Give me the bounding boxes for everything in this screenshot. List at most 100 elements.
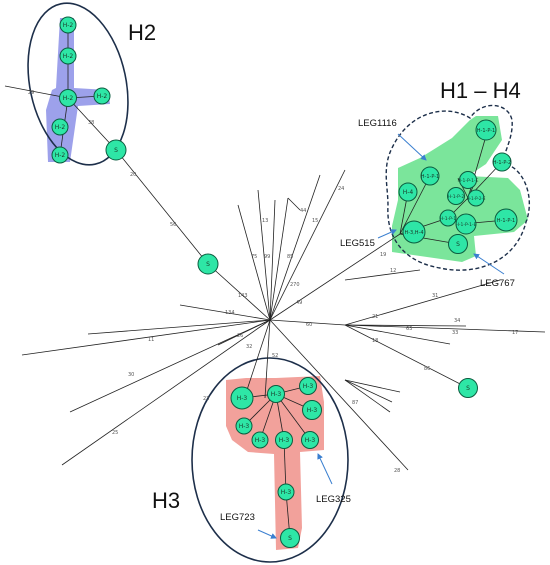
node-h3d[interactable]: [302, 400, 322, 420]
node-h34[interactable]: [402, 220, 426, 244]
edge-label: 23: [203, 396, 209, 402]
node-label: H-1-P-1: [421, 174, 439, 180]
edge-label: 143: [238, 293, 248, 299]
node-label: H-3: [239, 423, 250, 430]
h2-group-outline: [27, 2, 129, 166]
node-h2e[interactable]: [51, 118, 69, 136]
node-h3e[interactable]: [235, 417, 253, 435]
annotation-arrows: [257, 133, 505, 539]
arrow-leg723: [257, 529, 277, 539]
node-label: H-1-P-2-E: [467, 196, 486, 201]
node-h3b[interactable]: [267, 385, 285, 403]
node-h1f[interactable]: [467, 189, 485, 207]
node-h4[interactable]: [398, 182, 418, 202]
node-h2b[interactable]: [59, 47, 77, 65]
edge-label: 32: [246, 344, 252, 350]
edge-label: 85: [287, 254, 293, 260]
node-label: H-3: [271, 391, 282, 398]
node-h1h[interactable]: [494, 208, 518, 232]
arrow-leg325: [317, 453, 333, 485]
node-label: H-1-P-1: [497, 218, 515, 224]
node-label: H-3: [279, 437, 290, 444]
edge-label: 24: [338, 186, 344, 192]
h14-group-outline: [385, 104, 531, 271]
node-h3f[interactable]: [251, 431, 269, 449]
node-labels: H-2 H-2 H-2 H-2 H-2 H-2 S S H-4 H-1-P-1 …: [55, 22, 515, 542]
annotation-leg1116: LEG1116: [358, 118, 397, 129]
node-label: H-2: [97, 93, 108, 100]
node-label: H-2: [63, 53, 74, 60]
node-label: H-3: [237, 395, 248, 402]
network-nodes: [51, 16, 518, 548]
node-label: H-3,H-4: [404, 230, 423, 236]
node-label: S: [466, 385, 470, 392]
node-label: H-2: [55, 152, 66, 159]
arrow-leg767: [473, 253, 505, 275]
node-label: S: [206, 261, 210, 268]
node-h3a[interactable]: [230, 386, 254, 410]
edge-label: 49: [296, 300, 302, 306]
group-title-h3: H3: [152, 488, 180, 513]
edge-label: 270: [290, 282, 300, 288]
node-h1a[interactable]: [420, 166, 440, 186]
node-label: H-1-P-1-E: [457, 178, 478, 184]
edge-label: 20: [130, 172, 136, 178]
group-title-h2: H2: [128, 20, 156, 45]
edge-label: 87: [352, 400, 358, 406]
edge-label: 13: [262, 218, 268, 224]
node-label: H-4: [403, 189, 414, 196]
node-h3c[interactable]: [299, 377, 317, 395]
edge-label: 63: [406, 326, 412, 332]
edge-label: 38: [88, 120, 94, 126]
node-label: H-3: [307, 407, 318, 414]
node-label: H-1-P-2: [493, 160, 511, 166]
edge-label: 52: [272, 353, 278, 359]
edge-label: 15: [312, 218, 318, 224]
node-h1d[interactable]: [459, 171, 477, 189]
node-label: H-1-P-1-E: [455, 222, 476, 228]
node-h2a[interactable]: [59, 16, 77, 34]
node-s-green[interactable]: [448, 234, 468, 254]
node-label: S: [288, 535, 292, 542]
edge-label: 44: [300, 208, 306, 214]
node-label: H-3: [255, 437, 266, 444]
node-s-red[interactable]: [280, 528, 300, 548]
arrow-leg1116: [397, 133, 427, 161]
edge-label: 99: [264, 254, 270, 260]
node-label: H-1-P-1: [440, 216, 457, 222]
annotation-leg767: LEG767: [480, 278, 515, 289]
edge-label: 28: [394, 468, 400, 474]
node-label: H-1-P-1: [477, 128, 495, 134]
group-title-h1-h4: H1 – H4: [440, 78, 521, 103]
network-edges: [4, 25, 546, 539]
node-h1i[interactable]: [455, 213, 477, 235]
node-h1c[interactable]: [492, 152, 512, 172]
node-h2d[interactable]: [93, 87, 111, 105]
node-label: H-2: [63, 95, 74, 102]
annotation-leg723: LEG723: [220, 512, 255, 523]
edge-labels: 29 38 20 56 143 75 99 270 85 44 15 13 24…: [28, 90, 518, 474]
h3-group-outline: [191, 357, 349, 563]
node-h1b[interactable]: [475, 119, 497, 141]
node-h1g[interactable]: [439, 209, 457, 227]
node-s-mid[interactable]: [197, 253, 219, 275]
node-h1e[interactable]: [447, 187, 465, 205]
node-label: S: [456, 241, 460, 248]
edge-label: 25: [112, 430, 118, 436]
node-h3g[interactable]: [275, 431, 293, 449]
node-h3h[interactable]: [301, 431, 319, 449]
edge-label: 75: [251, 254, 257, 260]
node-label: H-1-P-2: [448, 194, 465, 200]
node-h2c[interactable]: [59, 89, 77, 107]
node-label: S: [114, 147, 118, 154]
edge-label: 21: [372, 314, 378, 320]
node-s-right[interactable]: [458, 378, 478, 398]
annotation-leg325: LEG325: [316, 494, 351, 505]
edge-label: 31: [432, 293, 438, 299]
node-h3i[interactable]: [277, 483, 295, 501]
node-s-top[interactable]: [105, 139, 127, 161]
node-h2f[interactable]: [51, 146, 69, 164]
node-label: H-3: [303, 383, 314, 390]
edge-label: 33: [452, 330, 458, 336]
